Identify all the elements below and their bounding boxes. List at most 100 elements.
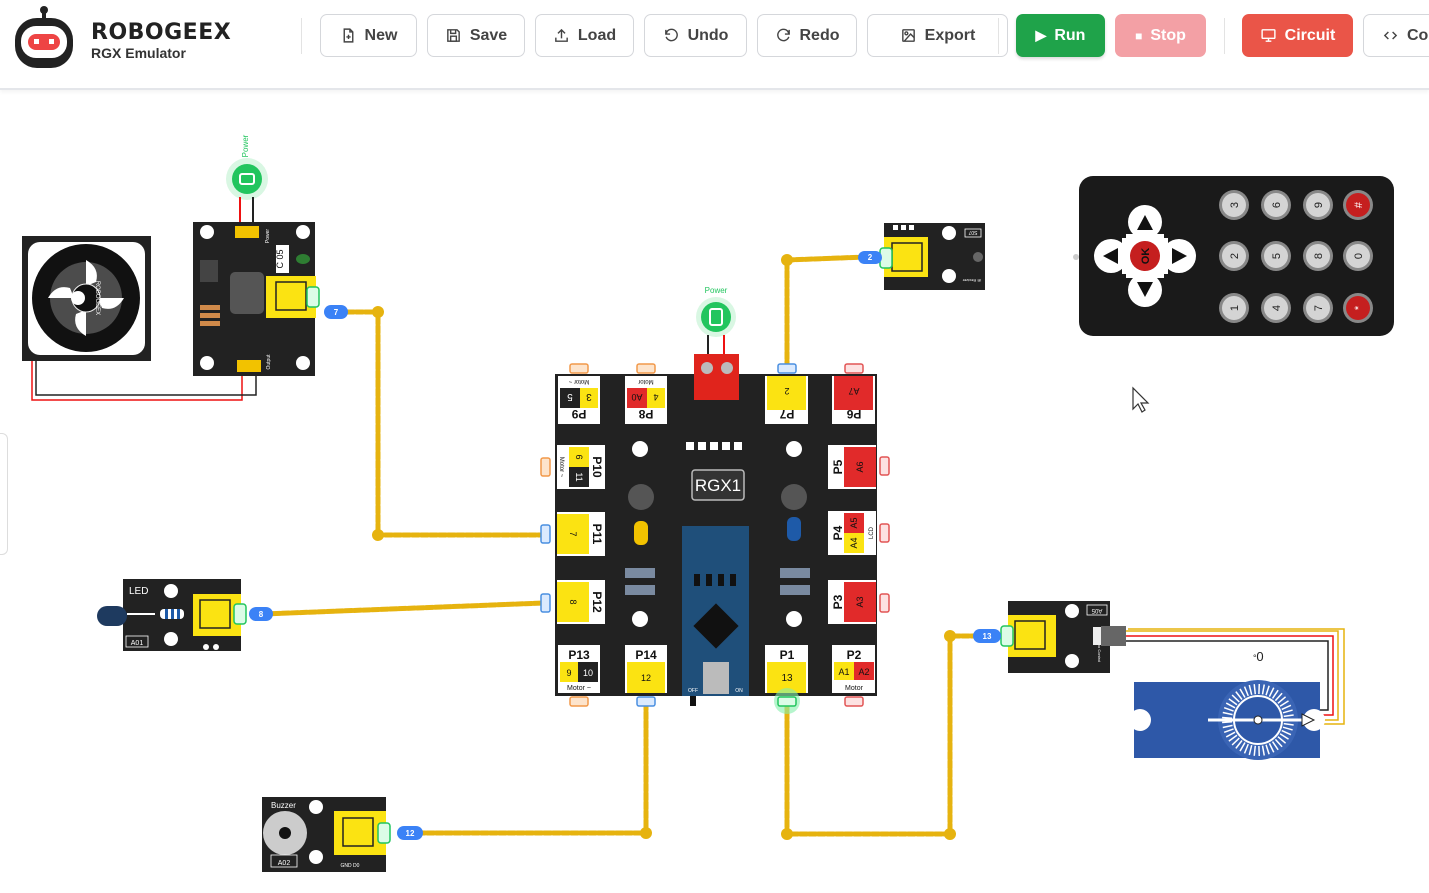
port-p5[interactable]: A6 P5 [828, 445, 889, 489]
ir-port-badge: 2 [868, 253, 873, 262]
port-p13[interactable]: P13 9 10 Motor ~ [558, 645, 600, 706]
redo-button[interactable]: Redo [757, 14, 857, 57]
save-button[interactable]: Save [427, 14, 525, 57]
fan-brand-label: ROBOGEEX [94, 281, 100, 315]
buzzer-code-label: A02 [278, 860, 291, 867]
code-icon [1382, 27, 1399, 44]
svg-text:10: 10 [583, 668, 593, 678]
remote-key-label: 0 [1353, 253, 1365, 259]
remote-key-3[interactable]: 3 [1219, 190, 1249, 220]
wire-p14-buzzer[interactable] [410, 703, 646, 833]
port-p1[interactable]: P1 13 [765, 645, 808, 714]
wire-p7-ir-receiver[interactable] [787, 257, 866, 368]
svg-text:Motor: Motor [638, 378, 653, 384]
code-button-label: Co [1407, 27, 1428, 45]
remote-key-5[interactable]: 5 [1261, 241, 1291, 271]
svg-text:Motor ~: Motor ~ [568, 378, 589, 384]
servo-code-label: A05 [1091, 607, 1102, 613]
wire-p12-led[interactable] [264, 603, 543, 614]
remote-key-label: 9 [1313, 202, 1325, 208]
led-module[interactable]: LED A01 8 [97, 579, 273, 651]
ir-receiver-module[interactable]: 2 S07 IR Reciver [858, 223, 985, 290]
port-p9[interactable]: 5 3 P9 Motor ~ [558, 364, 600, 424]
remote-key-4[interactable]: 4 [1261, 293, 1291, 323]
remote-key-8[interactable]: 8 [1303, 241, 1333, 271]
svg-text:A6: A6 [855, 461, 865, 472]
svg-text:P3: P3 [831, 594, 845, 609]
stop-button[interactable]: ■ Stop [1115, 14, 1206, 57]
new-file-icon [340, 27, 357, 44]
board-power-button[interactable] [701, 302, 731, 332]
buzzer-module[interactable]: Buzzer A02 GND D0 12 [262, 797, 423, 872]
run-button[interactable]: ▶ Run [1016, 14, 1105, 57]
ok-label: OK [1140, 248, 1152, 265]
svg-text:P4: P4 [831, 525, 845, 540]
svg-text:P10: P10 [590, 456, 604, 478]
svg-text:P9: P9 [571, 407, 586, 421]
svg-text:P8: P8 [638, 407, 653, 421]
remote-key-7[interactable]: 7 [1303, 293, 1333, 323]
rgx1-board[interactable]: Power RGX1 OFF ON [541, 286, 889, 714]
remote-key-hash[interactable]: # [1343, 190, 1373, 220]
led-port-badge: 8 [259, 610, 264, 619]
port-p8[interactable]: A0 4 P8 Motor [625, 364, 667, 424]
driver-bottom-label: Output [266, 354, 272, 370]
svg-text:A2: A2 [858, 667, 869, 677]
switch-off-label: OFF [688, 688, 698, 694]
ir-label: IR Reciver [962, 278, 981, 283]
remote-key-9[interactable]: 9 [1303, 190, 1333, 220]
remote-key-label: 4 [1271, 305, 1283, 311]
port-p6[interactable]: A7 P6 [832, 364, 875, 424]
remote-key-6[interactable]: 6 [1261, 190, 1291, 220]
load-button[interactable]: Load [535, 14, 634, 57]
driver-power-label: Power [241, 134, 250, 157]
driver-power-button[interactable] [232, 164, 262, 194]
run-button-label: Run [1054, 27, 1085, 45]
code-button[interactable]: Co [1363, 14, 1429, 57]
port-p11[interactable]: 7 P11 [541, 512, 605, 556]
switch-on-label: ON [735, 688, 743, 694]
remote-key-label: 2 [1229, 253, 1241, 259]
remote-key-0[interactable]: 0 [1343, 241, 1373, 271]
svg-text:A5: A5 [849, 517, 859, 528]
remote-key-1[interactable]: 1 [1219, 293, 1249, 323]
port-p2[interactable]: P2 A1 A2 Motor [832, 645, 875, 706]
port-p12[interactable]: 8 P12 [541, 580, 605, 624]
svg-text:P13: P13 [568, 648, 590, 662]
port-p10[interactable]: 6 11 P10 Motor ~ [541, 445, 605, 489]
svg-text:A4: A4 [849, 537, 859, 548]
buzzer-port-badge: 12 [406, 829, 415, 838]
remote-key-2[interactable]: 2 [1219, 241, 1249, 271]
led-code-label: A01 [131, 640, 144, 647]
driver-top-label: Power [265, 229, 271, 244]
servo-module[interactable]: 13 A05 Servo Control 0 ° [973, 601, 1344, 760]
svg-text:6: 6 [574, 454, 584, 459]
svg-text:A3: A3 [855, 596, 865, 607]
circuit-button[interactable]: Circuit [1242, 14, 1353, 57]
port-p4[interactable]: A5 A4 P4 LCD [828, 511, 889, 555]
port-p3[interactable]: A3 P3 [828, 580, 889, 624]
port-p7[interactable]: 2 P7 [765, 364, 808, 424]
brand-name: ROBOGEEX [91, 20, 231, 45]
svg-text:P1: P1 [780, 648, 795, 662]
undo-button[interactable]: Undo [644, 14, 747, 57]
svg-text:P2: P2 [847, 648, 862, 662]
port-p14[interactable]: P14 12 [625, 645, 667, 706]
led-label: LED [129, 586, 148, 597]
mouse-cursor-icon [1133, 388, 1148, 412]
play-icon: ▶ [1036, 27, 1047, 44]
svg-text:5: 5 [567, 391, 573, 402]
board-name: RGX1 [695, 476, 741, 495]
wire-p11-motor-driver[interactable] [338, 312, 543, 535]
motor-driver-module[interactable]: Power C 05 Power Output 7 [193, 134, 348, 376]
circuit-canvas[interactable]: Power RGX1 OFF ON [0, 92, 1429, 888]
buzzer-label: Buzzer [271, 801, 296, 810]
new-button[interactable]: New [320, 14, 417, 57]
export-button[interactable]: Export [867, 14, 1008, 57]
side-panel-toggle[interactable] [0, 433, 8, 555]
remote-key-label: * [1353, 305, 1365, 310]
remote-key-star[interactable]: * [1343, 293, 1373, 323]
load-button-label: Load [578, 27, 616, 45]
export-button-label: Export [925, 27, 976, 45]
